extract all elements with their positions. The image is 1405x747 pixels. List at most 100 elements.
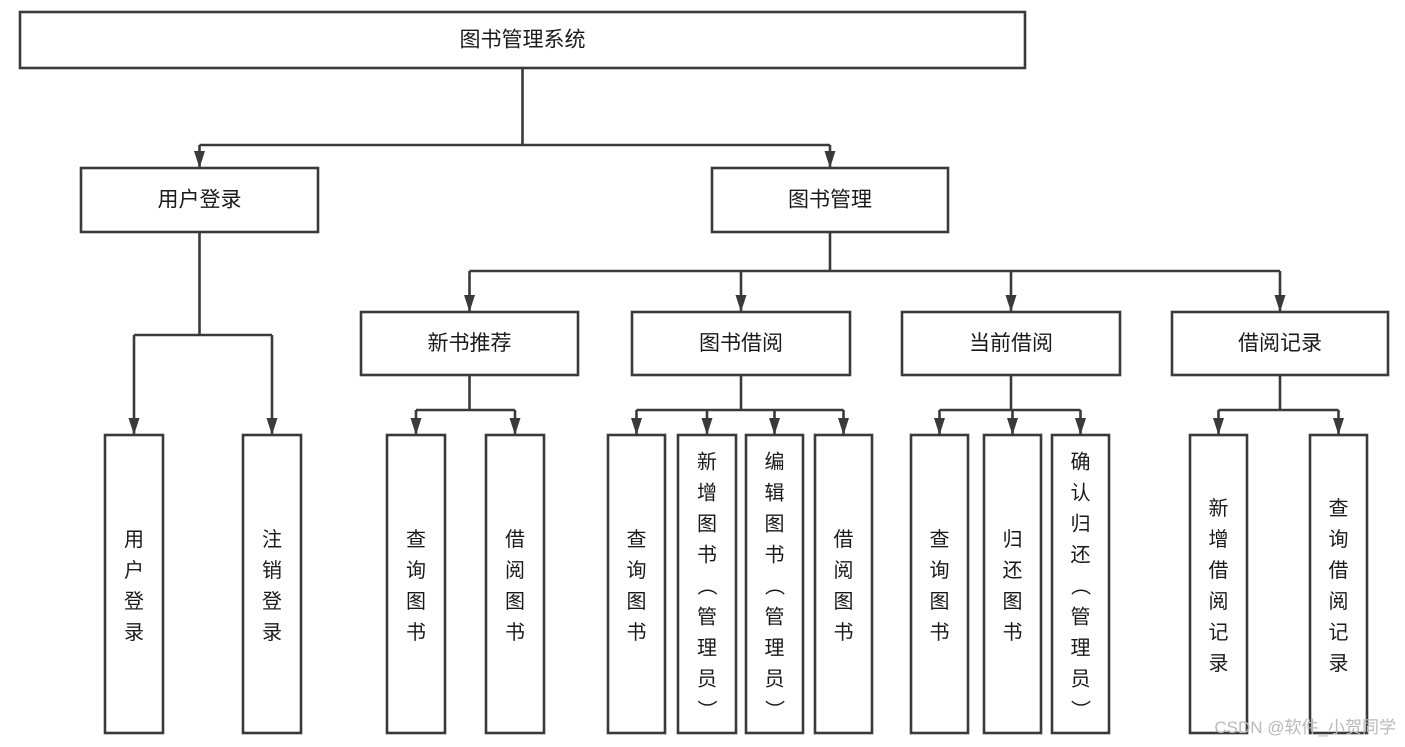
node-label-book-management: 图书管理 bbox=[788, 189, 872, 212]
book-management-arrow-1 bbox=[735, 295, 747, 312]
node-label-char: 书 bbox=[697, 544, 717, 567]
node-label-char: 图 bbox=[1003, 591, 1023, 613]
current-borrow-arrow-0 bbox=[934, 418, 945, 435]
node-label-char: （ bbox=[695, 576, 718, 596]
node-borrow-records[interactable]: 借阅记录 bbox=[1170, 310, 1390, 377]
node-new-book-recommend[interactable]: 新书推荐 bbox=[359, 310, 580, 377]
node-box-leaf-query-book-rec bbox=[385, 433, 447, 735]
node-label-char: 员 bbox=[697, 669, 717, 691]
node-label-char: ） bbox=[1069, 700, 1092, 720]
node-label-char: 用 bbox=[124, 529, 144, 551]
node-label-char: 理 bbox=[697, 638, 717, 660]
book-borrow-arrow-1 bbox=[701, 418, 713, 435]
node-label-char: 书 bbox=[1003, 621, 1023, 644]
node-label-char: 询 bbox=[406, 559, 426, 582]
node-box-leaf-user-logout bbox=[241, 433, 303, 735]
node-label-char: 销 bbox=[262, 559, 282, 582]
node-box-root bbox=[18, 10, 1027, 70]
node-leaf-user-login[interactable]: 用户登录 bbox=[103, 433, 165, 735]
node-label-char: 图 bbox=[505, 591, 525, 613]
node-label-char: 图 bbox=[697, 514, 717, 536]
book-management-arrow-3 bbox=[1274, 295, 1286, 312]
node-root[interactable]: 图书管理系统 bbox=[18, 10, 1027, 70]
node-label-char: 询 bbox=[1329, 528, 1349, 551]
node-label-char: 归 bbox=[1071, 513, 1091, 536]
node-label-char: 书 bbox=[406, 621, 426, 644]
node-label-char: 理 bbox=[765, 638, 785, 660]
node-label-char: 图 bbox=[406, 591, 426, 613]
nodes-layer: 图书管理系统用户登录图书管理新书推荐图书借阅当前借阅借阅记录用户登录注销登录查询… bbox=[18, 10, 1390, 735]
node-label-char: （ bbox=[763, 576, 786, 596]
node-box-user-login bbox=[79, 166, 320, 234]
node-label-current-borrow: 当前借阅 bbox=[969, 332, 1053, 355]
node-label-char: 户 bbox=[124, 559, 144, 582]
node-book-management[interactable]: 图书管理 bbox=[710, 166, 950, 234]
node-label-char: 注 bbox=[262, 528, 282, 551]
node-label-char: 书 bbox=[627, 621, 647, 644]
new-book-recommend-arrow-1 bbox=[509, 418, 521, 435]
node-label-char: 阅 bbox=[1329, 590, 1349, 613]
node-label-char: 员 bbox=[1071, 669, 1091, 691]
book-borrow-arrow-3 bbox=[838, 418, 849, 435]
node-label-char: 阅 bbox=[505, 559, 525, 582]
connectors-layer bbox=[128, 68, 1344, 435]
node-label-char: 理 bbox=[1071, 638, 1091, 660]
node-label-char: 书 bbox=[834, 621, 854, 644]
node-label-char: 登 bbox=[262, 590, 282, 613]
node-label-char: ） bbox=[763, 700, 786, 720]
node-label-char: 查 bbox=[930, 528, 950, 551]
node-label-char: 新 bbox=[697, 451, 717, 474]
node-label-char: 认 bbox=[1071, 482, 1091, 505]
node-label-char: 借 bbox=[505, 528, 525, 551]
node-box-leaf-add-record bbox=[1188, 433, 1249, 735]
borrow-records-arrow-1 bbox=[1333, 418, 1344, 435]
node-label-char: 录 bbox=[1329, 653, 1349, 675]
borrow-records-arrow-0 bbox=[1213, 418, 1224, 435]
node-box-leaf-edit-book bbox=[744, 433, 805, 735]
node-label-book-borrow: 图书借阅 bbox=[699, 332, 783, 355]
node-label-char: 借 bbox=[1209, 559, 1229, 582]
node-box-leaf-user-login bbox=[103, 433, 165, 735]
node-book-borrow[interactable]: 图书借阅 bbox=[630, 310, 852, 377]
node-label-char: 新 bbox=[1209, 497, 1229, 520]
node-label-char: 图 bbox=[627, 591, 647, 613]
node-label-char: 归 bbox=[1003, 528, 1023, 551]
node-label-char: 管 bbox=[1071, 606, 1091, 629]
node-label-borrow-records: 借阅记录 bbox=[1238, 332, 1322, 355]
root-arrow-1 bbox=[824, 151, 836, 168]
node-box-leaf-query-book-borrow bbox=[606, 433, 667, 735]
node-box-new-book-recommend bbox=[359, 310, 580, 377]
node-label-char: 查 bbox=[1329, 497, 1349, 520]
node-label-char: 编 bbox=[765, 451, 785, 474]
node-label-char: 还 bbox=[1003, 559, 1023, 582]
node-box-leaf-query-record bbox=[1308, 433, 1369, 735]
node-box-book-management bbox=[710, 166, 950, 234]
root-arrow-0 bbox=[194, 151, 205, 168]
node-current-borrow[interactable]: 当前借阅 bbox=[900, 310, 1122, 377]
node-label-root: 图书管理系统 bbox=[460, 29, 586, 52]
node-label-new-book-recommend: 新书推荐 bbox=[428, 332, 512, 355]
node-label-char: 录 bbox=[262, 622, 282, 644]
node-box-book-borrow bbox=[630, 310, 852, 377]
node-box-leaf-borrow-book-rec bbox=[484, 433, 546, 735]
book-borrow-arrow-0 bbox=[631, 418, 642, 435]
node-label-char: 管 bbox=[765, 606, 785, 629]
csdn-watermark: CSDN @软件_小贺同学 bbox=[1214, 718, 1396, 737]
node-user-login[interactable]: 用户登录 bbox=[79, 166, 320, 234]
node-box-leaf-return-book bbox=[982, 433, 1043, 735]
node-label-char: 查 bbox=[406, 528, 426, 551]
node-label-char: 书 bbox=[930, 621, 950, 644]
node-label-char: 管 bbox=[697, 606, 717, 629]
